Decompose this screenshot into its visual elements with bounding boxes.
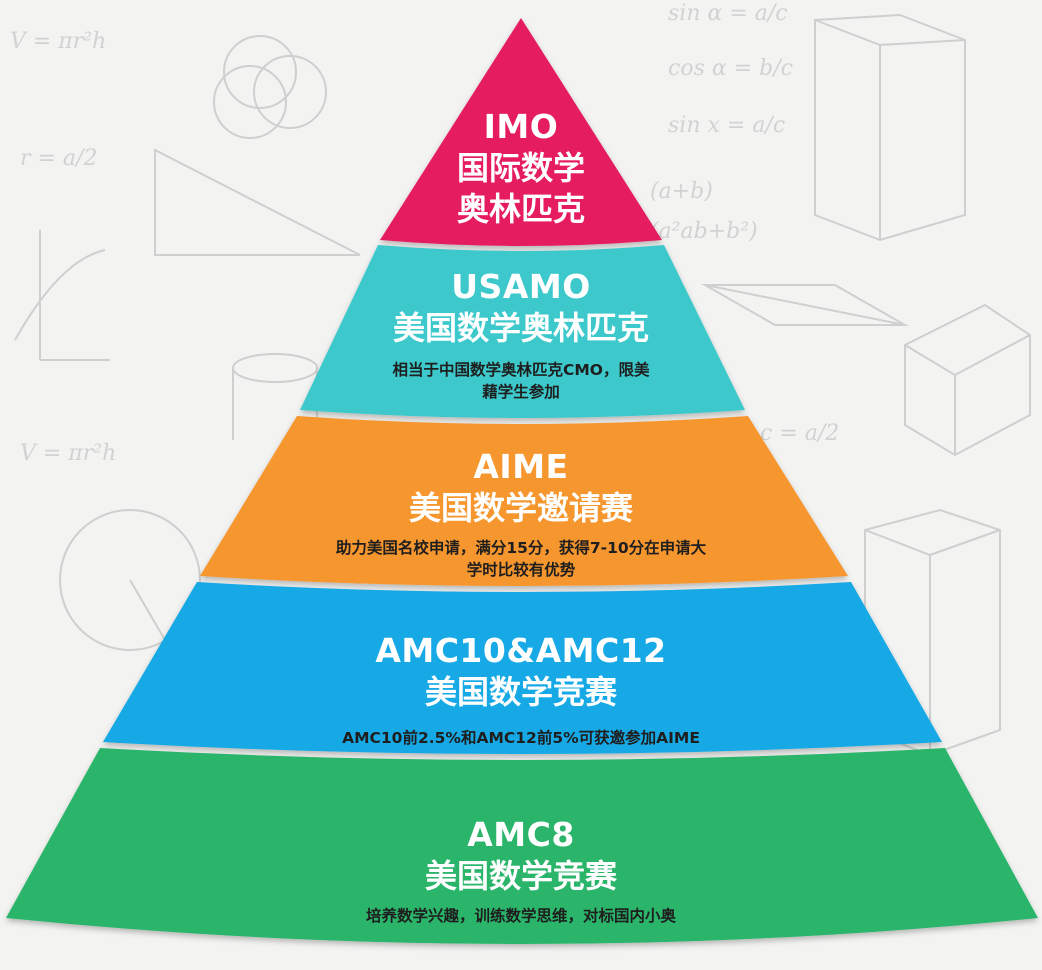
axis-sketch-icon bbox=[14, 230, 110, 361]
tier-note: 培养数学兴趣，训练数学思维，对标国内小奥 bbox=[365, 907, 676, 925]
tier-subtitle: 奥林匹克 bbox=[456, 190, 585, 228]
formula-sketch-icon: V = πr²h bbox=[10, 29, 106, 54]
tier-subtitle: 国际数学 bbox=[456, 149, 585, 187]
formula-sketch-icon: sin x = a/c bbox=[668, 113, 785, 138]
formula-sketch-icon: (a²ab+b²) bbox=[650, 219, 758, 244]
tier-subtitle: 美国数学邀请赛 bbox=[408, 489, 633, 527]
tier-aime: AIME 美国数学邀请赛 助力美国名校申请，满分15分，获得7-10分在申请大 … bbox=[0, 446, 1042, 581]
tier-subtitle: 美国数学竞赛 bbox=[424, 857, 617, 895]
venn-circle-icon bbox=[223, 35, 297, 109]
tier-usamo-shape bbox=[300, 245, 745, 418]
triangle-sketch-icon bbox=[154, 148, 361, 256]
tier-amc8-shape bbox=[6, 748, 1038, 944]
tier-note: 藉学生参加 bbox=[482, 383, 560, 401]
tier-title: AMC10&AMC12 bbox=[375, 631, 667, 670]
formula-sketch-icon: c = a/2 bbox=[760, 421, 839, 446]
tier-amc10-amc12: AMC10&AMC12 美国数学竞赛 AMC10前2.5%和AMC12前5%可获… bbox=[0, 630, 1042, 749]
tier-note: 相当于中国数学奥林匹克CMO，限美 bbox=[392, 361, 650, 379]
tier-note: 助力美国名校申请，满分15分，获得7-10分在申请大 bbox=[335, 539, 707, 557]
formula-sketch-icon: V = πr²h bbox=[20, 441, 116, 466]
circle-radius-sketch-icon bbox=[59, 509, 201, 651]
venn-circle-icon bbox=[213, 65, 287, 139]
tier-amc10-amc12-shape bbox=[103, 582, 942, 754]
prism-sketch-icon bbox=[814, 13, 966, 242]
formula-sketch-icon: cos α = b/c bbox=[668, 56, 793, 81]
tier-title: AIME bbox=[473, 447, 569, 486]
formula-sketch-icon: (a+b) bbox=[650, 179, 713, 204]
tier-title: AMC8 bbox=[467, 815, 575, 854]
tier-aime-shape bbox=[200, 416, 848, 586]
tier-imo: IMO 国际数学 奥林匹克 bbox=[0, 106, 1042, 230]
tier-note: 学时比较有优势 bbox=[466, 561, 576, 579]
tier-usamo: USAMO 美国数学奥林匹克 相当于中国数学奥林匹克CMO，限美 藉学生参加 bbox=[0, 266, 1042, 403]
rhombus-sketch-icon bbox=[701, 284, 909, 326]
circle-radius-sketch-icon bbox=[129, 579, 166, 641]
tier-subtitle: 美国数学奥林匹克 bbox=[392, 309, 649, 347]
tier-amc8: AMC8 美国数学竞赛 培养数学兴趣，训练数学思维，对标国内小奥 bbox=[0, 814, 1042, 927]
tier-subtitle: 美国数学竞赛 bbox=[424, 673, 617, 711]
tier-title: USAMO bbox=[451, 267, 591, 306]
formula-sketch-icon: r = a/2 bbox=[20, 146, 97, 171]
venn-circle-icon bbox=[253, 55, 327, 129]
tier-title: IMO bbox=[483, 107, 559, 146]
formula-sketch-icon: sin α = a/c bbox=[668, 1, 788, 26]
tier-imo-shape bbox=[380, 18, 662, 246]
cube-sketch-icon bbox=[904, 303, 1031, 457]
tier-note: AMC10前2.5%和AMC12前5%可获邀参加AIME bbox=[342, 729, 700, 747]
